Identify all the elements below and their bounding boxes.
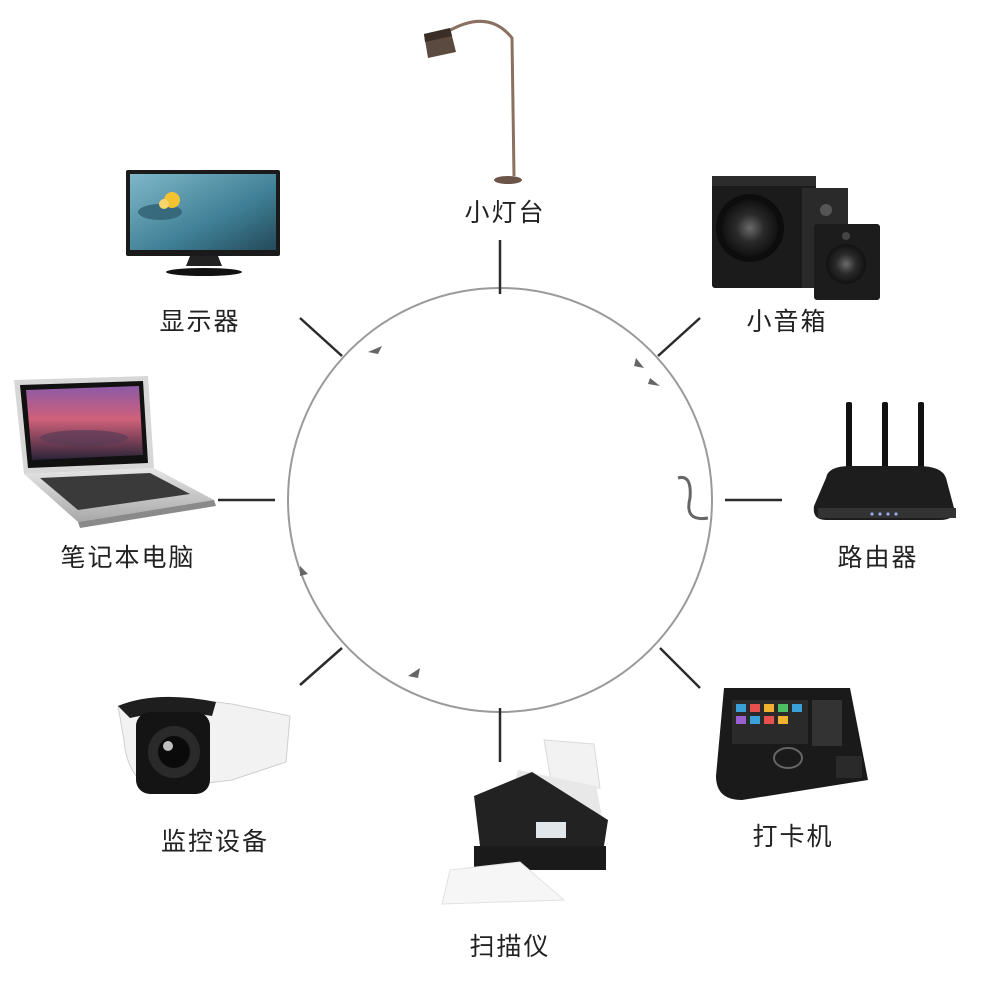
connectors xyxy=(218,240,782,762)
scanner-icon xyxy=(441,739,608,905)
router-icon xyxy=(813,402,956,520)
time-clock-icon xyxy=(716,688,868,800)
device-label-laptop: 笔记本电脑 xyxy=(60,543,196,572)
device-label-speaker: 小音箱 xyxy=(746,307,828,336)
device-label-camera: 监控设备 xyxy=(160,827,270,856)
circle-marks xyxy=(300,346,709,678)
monitor-icon xyxy=(126,170,280,276)
device-label-monitor: 显示器 xyxy=(159,307,241,336)
laptop-icon xyxy=(14,376,216,528)
device-label-scanner: 扫描仪 xyxy=(469,932,551,961)
device-label-time-clock: 打卡机 xyxy=(752,822,834,851)
security-camera-icon xyxy=(117,696,291,794)
device-label-lamp: 小灯台 xyxy=(464,198,546,227)
device-label-router: 路由器 xyxy=(837,543,919,572)
floor-lamp-icon xyxy=(424,19,522,184)
speaker-icon xyxy=(712,176,880,300)
central-circle xyxy=(287,287,713,713)
